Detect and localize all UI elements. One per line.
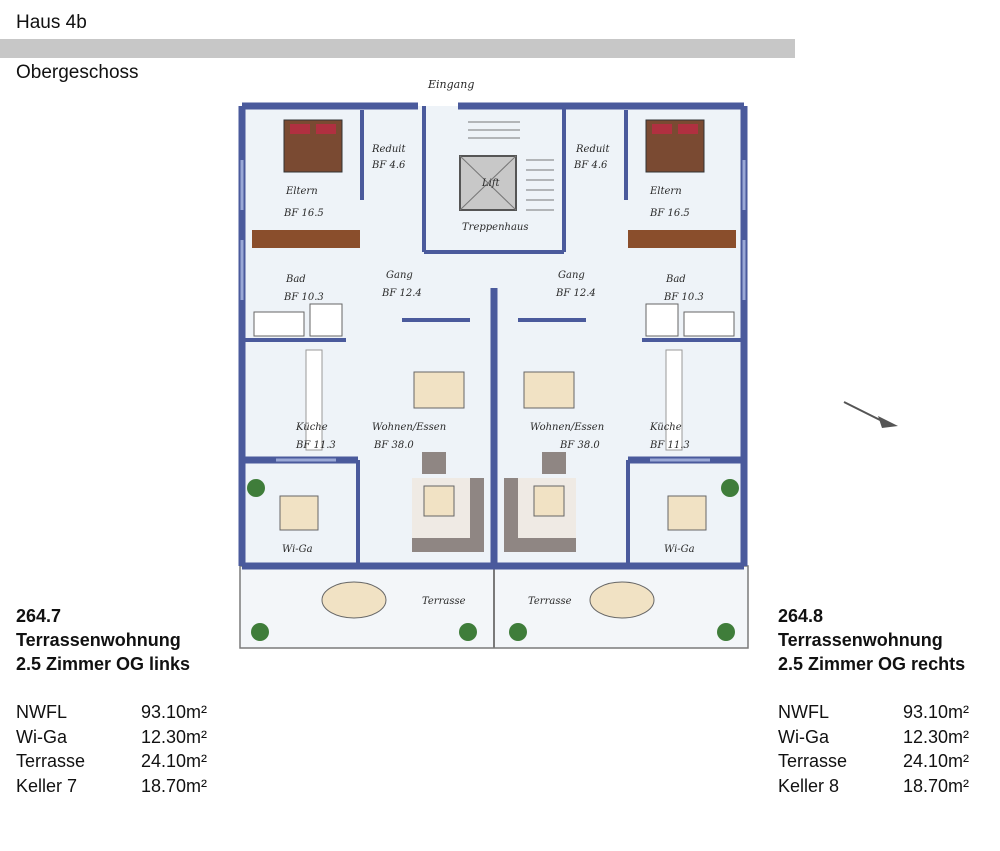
area-list-right: NWFL 93.10m² Wi-Ga 12.30m² Terrasse 24.10m²… bbox=[778, 700, 1000, 798]
left-reduit-label: Reduit bbox=[371, 144, 406, 155]
header-divider bbox=[0, 39, 795, 58]
right-bad-label: Bad bbox=[665, 274, 686, 285]
right-gang-label: Gang bbox=[558, 270, 585, 281]
area-row: NWFL 93.10m² bbox=[16, 700, 246, 725]
right-wohnen-label: Wohnen/Essen bbox=[530, 422, 604, 433]
right-reduit-label: Reduit bbox=[575, 144, 610, 155]
furniture-right bbox=[504, 119, 739, 641]
area-value: 24.10m² bbox=[141, 751, 208, 771]
kitchen-counter-left bbox=[305, 349, 323, 451]
bathtub-right bbox=[683, 311, 735, 337]
wiga-table-left bbox=[279, 495, 319, 531]
right-wiga-label: Wi-Ga bbox=[664, 544, 695, 555]
area-row: Terrasse 24.10m² bbox=[778, 749, 1000, 774]
area-row: NWFL 93.10m² bbox=[778, 700, 1000, 725]
unit-type-right: Terrassenwohnung bbox=[778, 630, 943, 650]
area-row: Keller 8 18.70m² bbox=[778, 774, 1000, 799]
left-wohnen-label: Wohnen/Essen bbox=[372, 422, 446, 433]
area-list-left: NWFL 93.10m² Wi-Ga 12.30m² Terrasse 24.10m²… bbox=[16, 700, 246, 798]
left-bad-area: BF 10.3 bbox=[283, 292, 324, 303]
area-label: Keller 8 bbox=[778, 775, 840, 796]
unit-info-right: 264.8 Terrassenwohnung 2.5 Zimmer OG rec… bbox=[778, 604, 1000, 798]
staircase-label: Treppenhaus bbox=[462, 222, 529, 233]
left-wiga-label: Wi-Ga bbox=[282, 544, 313, 555]
floor-plan: Eingang Lift Treppenhaus Reduit BF 4.6 E… bbox=[238, 78, 749, 649]
area-value: 12.30m² bbox=[141, 726, 208, 747]
right-eltern-label: Eltern bbox=[649, 186, 682, 197]
coffee-table-left bbox=[423, 485, 455, 517]
right-gang-area: BF 12.4 bbox=[555, 288, 596, 299]
area-value: 24.10m² bbox=[903, 751, 970, 771]
area-value: 18.70m² bbox=[903, 775, 970, 796]
right-kueche-area: BF 11.3 bbox=[649, 440, 690, 451]
left-wohnen-area: BF 38.0 bbox=[373, 440, 414, 451]
area-value: 93.10m² bbox=[903, 702, 970, 722]
plant-right-1 bbox=[721, 479, 739, 497]
plant-left-3 bbox=[459, 623, 477, 641]
wardrobe-right bbox=[628, 230, 736, 248]
area-label: Terrasse bbox=[778, 751, 848, 771]
armchair-right bbox=[542, 452, 566, 474]
right-eltern-area: BF 16.5 bbox=[649, 208, 690, 219]
dining-table-right bbox=[523, 371, 575, 409]
bathtub-left bbox=[253, 311, 305, 337]
area-row: Keller 7 18.70m² bbox=[16, 774, 246, 799]
kitchen-counter-right bbox=[665, 349, 683, 451]
shower-right bbox=[645, 303, 679, 337]
area-label: Wi-Ga bbox=[16, 726, 67, 747]
left-kueche-label: Küche bbox=[295, 422, 328, 433]
plant-right-3 bbox=[509, 623, 527, 641]
area-value: 12.30m² bbox=[903, 726, 970, 747]
area-row: Wi-Ga 12.30m² bbox=[16, 725, 246, 750]
coffee-table-right bbox=[533, 485, 565, 517]
left-terrasse-label: Terrasse bbox=[422, 596, 466, 607]
left-eltern-label: Eltern bbox=[285, 186, 318, 197]
area-value: 18.70m² bbox=[141, 775, 208, 796]
plant-right-2 bbox=[717, 623, 735, 641]
unit-rooms-left: 2.5 Zimmer OG links bbox=[16, 654, 191, 674]
area-row: Wi-Ga 12.30m² bbox=[778, 725, 1000, 750]
area-label: Terrasse bbox=[16, 751, 86, 771]
house-title: Haus 4b bbox=[16, 12, 87, 33]
right-terrasse-label: Terrasse bbox=[528, 596, 572, 607]
left-reduit-area: BF 4.6 bbox=[371, 160, 406, 171]
left-eltern-area: BF 16.5 bbox=[283, 208, 324, 219]
area-row: Terrasse 24.10m² bbox=[16, 749, 246, 774]
right-kueche-label: Küche bbox=[649, 422, 682, 433]
terrace-table-right bbox=[589, 581, 655, 619]
unit-info-left: 264.7 Terrassenwohnung 2.5 Zimmer OG lin… bbox=[16, 604, 246, 798]
inner-walls bbox=[242, 106, 744, 566]
dining-table-left bbox=[413, 371, 465, 409]
shower-left bbox=[309, 303, 343, 337]
armchair-left bbox=[422, 452, 446, 474]
furniture-left bbox=[247, 119, 484, 641]
area-label: NWFL bbox=[778, 702, 829, 722]
area-label: Wi-Ga bbox=[778, 726, 829, 747]
unit-number-left: 264.7 bbox=[16, 606, 62, 626]
terrace-table-left bbox=[321, 581, 387, 619]
unit-rooms-right: 2.5 Zimmer OG rechts bbox=[778, 654, 966, 674]
left-kueche-area: BF 11.3 bbox=[295, 440, 336, 451]
left-gang-area: BF 12.4 bbox=[381, 288, 422, 299]
area-label: NWFL bbox=[16, 702, 67, 722]
lift-label: Lift bbox=[481, 178, 501, 189]
floor-title: Obergeschoss bbox=[16, 62, 139, 83]
plant-left-1 bbox=[247, 479, 265, 497]
entrance-label: Eingang bbox=[427, 78, 474, 91]
unit-type-left: Terrassenwohnung bbox=[16, 630, 181, 650]
right-reduit-area: BF 4.6 bbox=[573, 160, 608, 171]
left-bad-label: Bad bbox=[285, 274, 306, 285]
stairs bbox=[468, 121, 554, 211]
right-bad-area: BF 10.3 bbox=[663, 292, 704, 303]
north-arrow-icon bbox=[843, 401, 898, 428]
unit-number-right: 264.8 bbox=[778, 606, 824, 626]
wardrobe-left bbox=[252, 230, 360, 248]
right-wohnen-area: BF 38.0 bbox=[559, 440, 600, 451]
plant-left-2 bbox=[251, 623, 269, 641]
windows bbox=[240, 160, 746, 462]
left-gang-label: Gang bbox=[386, 270, 413, 281]
wiga-table-right bbox=[667, 495, 707, 531]
area-value: 93.10m² bbox=[141, 702, 208, 722]
area-label: Keller 7 bbox=[16, 775, 78, 796]
